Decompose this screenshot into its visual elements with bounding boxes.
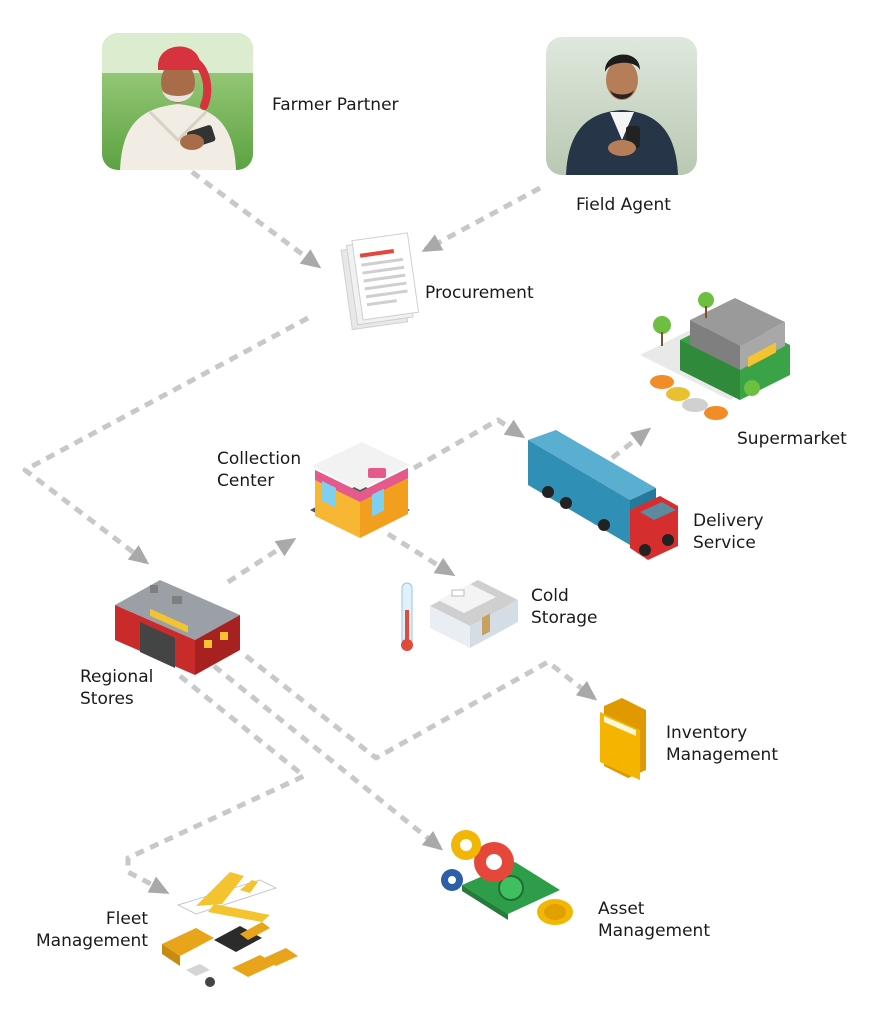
connector-regional-asset — [212, 664, 442, 850]
warehouse-icon — [115, 580, 240, 675]
arrowhead-procurement-regional — [127, 545, 150, 565]
label-procurement: Procurement — [425, 283, 534, 303]
arrowhead-regional-inventory — [575, 681, 598, 701]
connector-regional-inventory — [244, 654, 596, 761]
connectors — [22, 169, 650, 895]
connector-procurement-regional — [22, 315, 310, 564]
arrowhead-collection-delivery — [503, 419, 526, 439]
connector-regional-fleet — [125, 674, 307, 895]
farmer-photo-icon — [102, 33, 253, 170]
arrowhead-regional-collection — [274, 537, 297, 557]
label-field-agent: Field Agent — [576, 195, 671, 215]
label-farmer-partner: Farmer Partner — [272, 95, 399, 115]
arrowhead-regional-asset — [421, 830, 444, 851]
connector-farmer-procurement — [190, 169, 320, 269]
arrowhead-regional-fleet — [147, 876, 170, 894]
field-agent-photo-icon — [546, 37, 697, 175]
connector-agent-procurement — [423, 185, 542, 253]
shop-icon — [310, 442, 410, 538]
folder-icon — [600, 698, 646, 780]
cold-storage-icon — [401, 580, 518, 651]
truck-icon — [528, 430, 678, 560]
label-supermarket: Supermarket — [737, 429, 847, 449]
document-stack-icon — [340, 232, 420, 331]
arrowhead-agent-procurement — [421, 234, 444, 252]
fleet-vehicles-icon — [162, 872, 298, 987]
arrowheads — [127, 234, 652, 894]
connector-collection-cold — [386, 531, 454, 577]
arrowhead-collection-cold — [433, 557, 456, 577]
gears-money-icon — [441, 830, 573, 925]
arrowhead-farmer-procurement — [299, 249, 322, 269]
arrowhead-delivery-supermarket — [629, 427, 652, 447]
connector-collection-delivery — [412, 417, 524, 471]
supermarket-building-icon — [640, 292, 790, 420]
